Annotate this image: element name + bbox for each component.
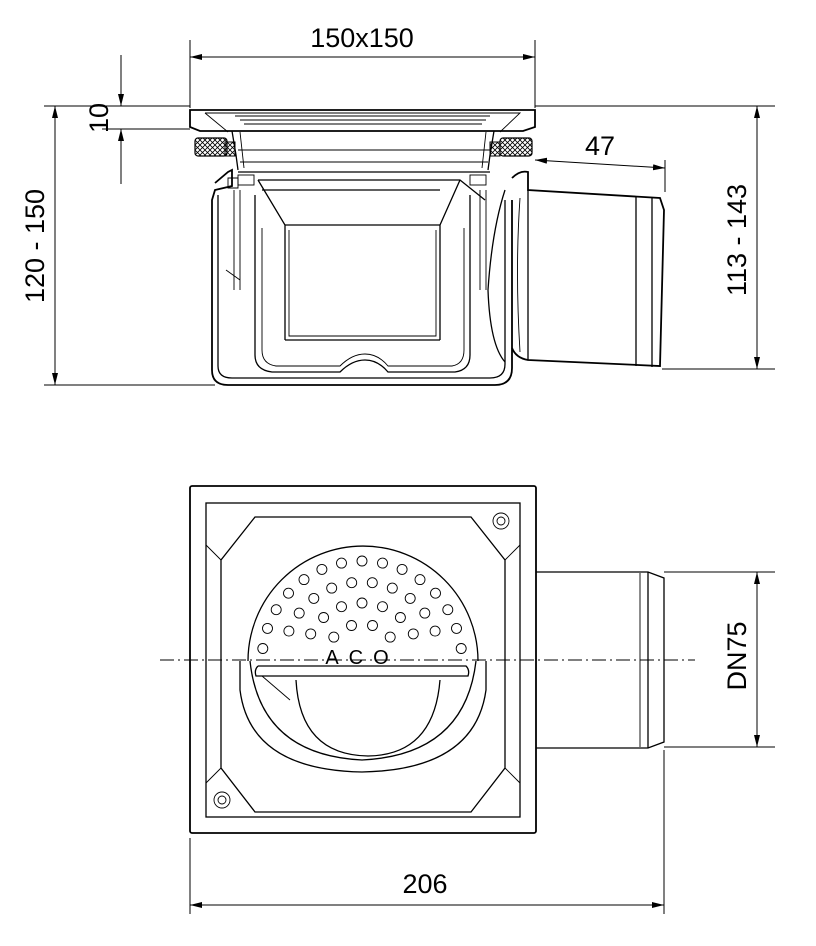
dim-overall-height: 120 - 150 xyxy=(20,189,50,303)
grate-hole xyxy=(316,563,328,575)
grate-hole xyxy=(305,628,317,640)
grate-hole xyxy=(386,582,398,594)
dim-outlet-offset: 47 xyxy=(585,131,615,161)
grate-hole xyxy=(366,577,378,589)
grate-hole xyxy=(336,557,347,569)
grate-hole xyxy=(346,620,357,631)
section-view xyxy=(189,109,665,386)
seal-left xyxy=(194,137,228,157)
grate-hole xyxy=(318,612,330,623)
grate-hole xyxy=(394,612,406,623)
grate-hole xyxy=(407,628,419,640)
grate-hole xyxy=(326,582,338,594)
grate-hole xyxy=(262,622,273,634)
grate-hole xyxy=(451,622,462,634)
grate-hole xyxy=(430,587,441,599)
grate-hole xyxy=(404,592,416,604)
grate-hole xyxy=(328,631,340,643)
grate-hole xyxy=(419,607,431,619)
grate-hole xyxy=(356,597,368,609)
grate-hole xyxy=(283,625,295,637)
dim-overall-length: 206 xyxy=(402,869,447,899)
plan-view: ACO xyxy=(160,485,695,834)
grate-hole xyxy=(298,574,310,586)
dim-outlet-height: 113 - 143 xyxy=(722,184,752,296)
grate-hole xyxy=(414,574,426,586)
section-dimensions: 150x150 10 120 - 150 47 113 - 143 xyxy=(20,23,775,386)
grate-hole xyxy=(367,620,378,631)
outlet-pipe xyxy=(511,170,665,367)
plan-dimensions: DN75 206 xyxy=(189,571,775,914)
grate-hole xyxy=(442,604,454,616)
perforated-grate xyxy=(247,545,479,662)
grate-text: ACO xyxy=(325,647,398,669)
grate-holes xyxy=(257,555,467,654)
grate-hole xyxy=(356,555,368,567)
dim-outlet-diameter: DN75 xyxy=(722,621,752,690)
dim-top-width: 150x150 xyxy=(310,23,414,53)
top-flange xyxy=(189,109,536,132)
grate-hole xyxy=(377,601,388,613)
seal-right xyxy=(499,137,533,157)
grate-hole xyxy=(283,587,294,599)
grate-hole xyxy=(346,577,358,589)
grate-hole xyxy=(336,601,347,613)
grate-hole xyxy=(308,592,320,604)
grate-plate xyxy=(220,516,506,813)
grate-hole xyxy=(396,563,408,575)
grate-hole xyxy=(377,557,388,569)
screw-bottom-left xyxy=(213,791,231,809)
dim-flange-height: 10 xyxy=(84,103,114,133)
screw-top-right xyxy=(492,512,510,530)
drain-body xyxy=(211,168,513,386)
grate-hole xyxy=(455,643,467,654)
grate-hole xyxy=(384,631,396,643)
grate-hole xyxy=(270,604,282,616)
grate-hole xyxy=(257,643,269,654)
grate-hole xyxy=(293,607,305,619)
grate-hole xyxy=(429,625,441,637)
